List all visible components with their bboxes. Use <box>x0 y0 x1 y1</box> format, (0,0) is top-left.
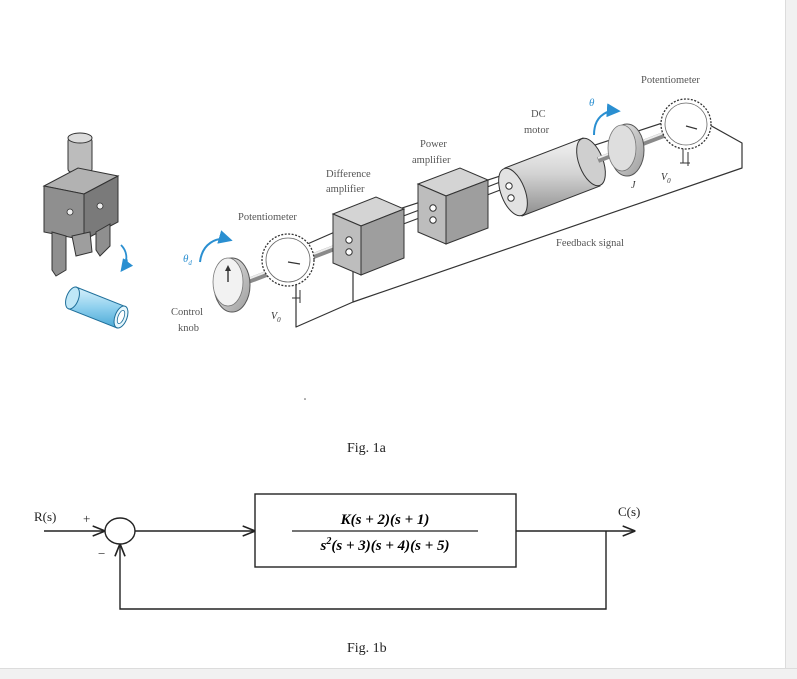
difference-amplifier-block <box>331 196 406 276</box>
label-power-amp-2: amplifier <box>412 155 451 166</box>
label-control-knob-1: Control <box>171 307 203 318</box>
load-inertia-disk <box>607 123 645 177</box>
label-v0-in: V0 <box>271 311 281 324</box>
output-potentiometer <box>660 98 712 166</box>
dc-motor <box>498 137 606 217</box>
tf-denominator: s2(s + 3)(s + 4)(s + 5) <box>320 536 450 554</box>
feedback-path <box>120 531 607 610</box>
caption-fig1a: Fig. 1a <box>347 441 387 456</box>
label-diff-amp-2: amplifier <box>326 184 365 195</box>
knob-rotation-arrow <box>199 230 233 263</box>
clamp-machine <box>42 132 120 277</box>
caption-fig1b: Fig. 1b <box>347 641 387 656</box>
input-potentiometer <box>261 233 315 303</box>
control-knob <box>212 257 251 313</box>
label-inertia-j: J <box>631 180 636 191</box>
load-rotation-arrow <box>120 244 134 273</box>
label-theta-d: θd <box>183 253 192 267</box>
label-dc-motor-2: motor <box>524 125 550 136</box>
bottom-bar <box>0 668 797 679</box>
output-label: C(s) <box>618 504 640 519</box>
label-potentiometer-in: Potentiometer <box>238 212 297 223</box>
scrollbar-track[interactable] <box>785 0 797 679</box>
label-theta-load: θ <box>123 258 128 269</box>
label-power-amp-1: Power <box>420 139 447 150</box>
label-feedback-signal: Feedback signal <box>556 238 624 249</box>
summing-junction <box>104 517 136 545</box>
label-theta-out: θ <box>589 97 595 109</box>
label-v0-out: V0 <box>661 172 671 185</box>
label-diff-amp-1: Difference <box>326 169 371 180</box>
plus-sign: + <box>83 511 90 526</box>
stray-dot <box>304 398 306 400</box>
power-amplifier-block <box>416 167 490 245</box>
label-dc-motor-1: DC <box>531 109 546 120</box>
input-label: R(s) <box>34 509 56 524</box>
output-rotation-arrow <box>593 103 621 136</box>
label-potentiometer-out: Potentiometer <box>641 75 700 86</box>
minus-sign: − <box>98 546 105 561</box>
fig1a-illustration: Potentiometer DC motor Power amplifier D… <box>42 75 743 400</box>
tf-numerator: K(s + 2)(s + 1) <box>340 512 430 528</box>
fig1b-block-diagram: R(s) + − K(s + 2)(s + 1) s2(s + 3)(s + 4… <box>34 493 640 610</box>
label-control-knob-2: knob <box>178 323 199 334</box>
workpiece-cylinder <box>65 286 129 329</box>
